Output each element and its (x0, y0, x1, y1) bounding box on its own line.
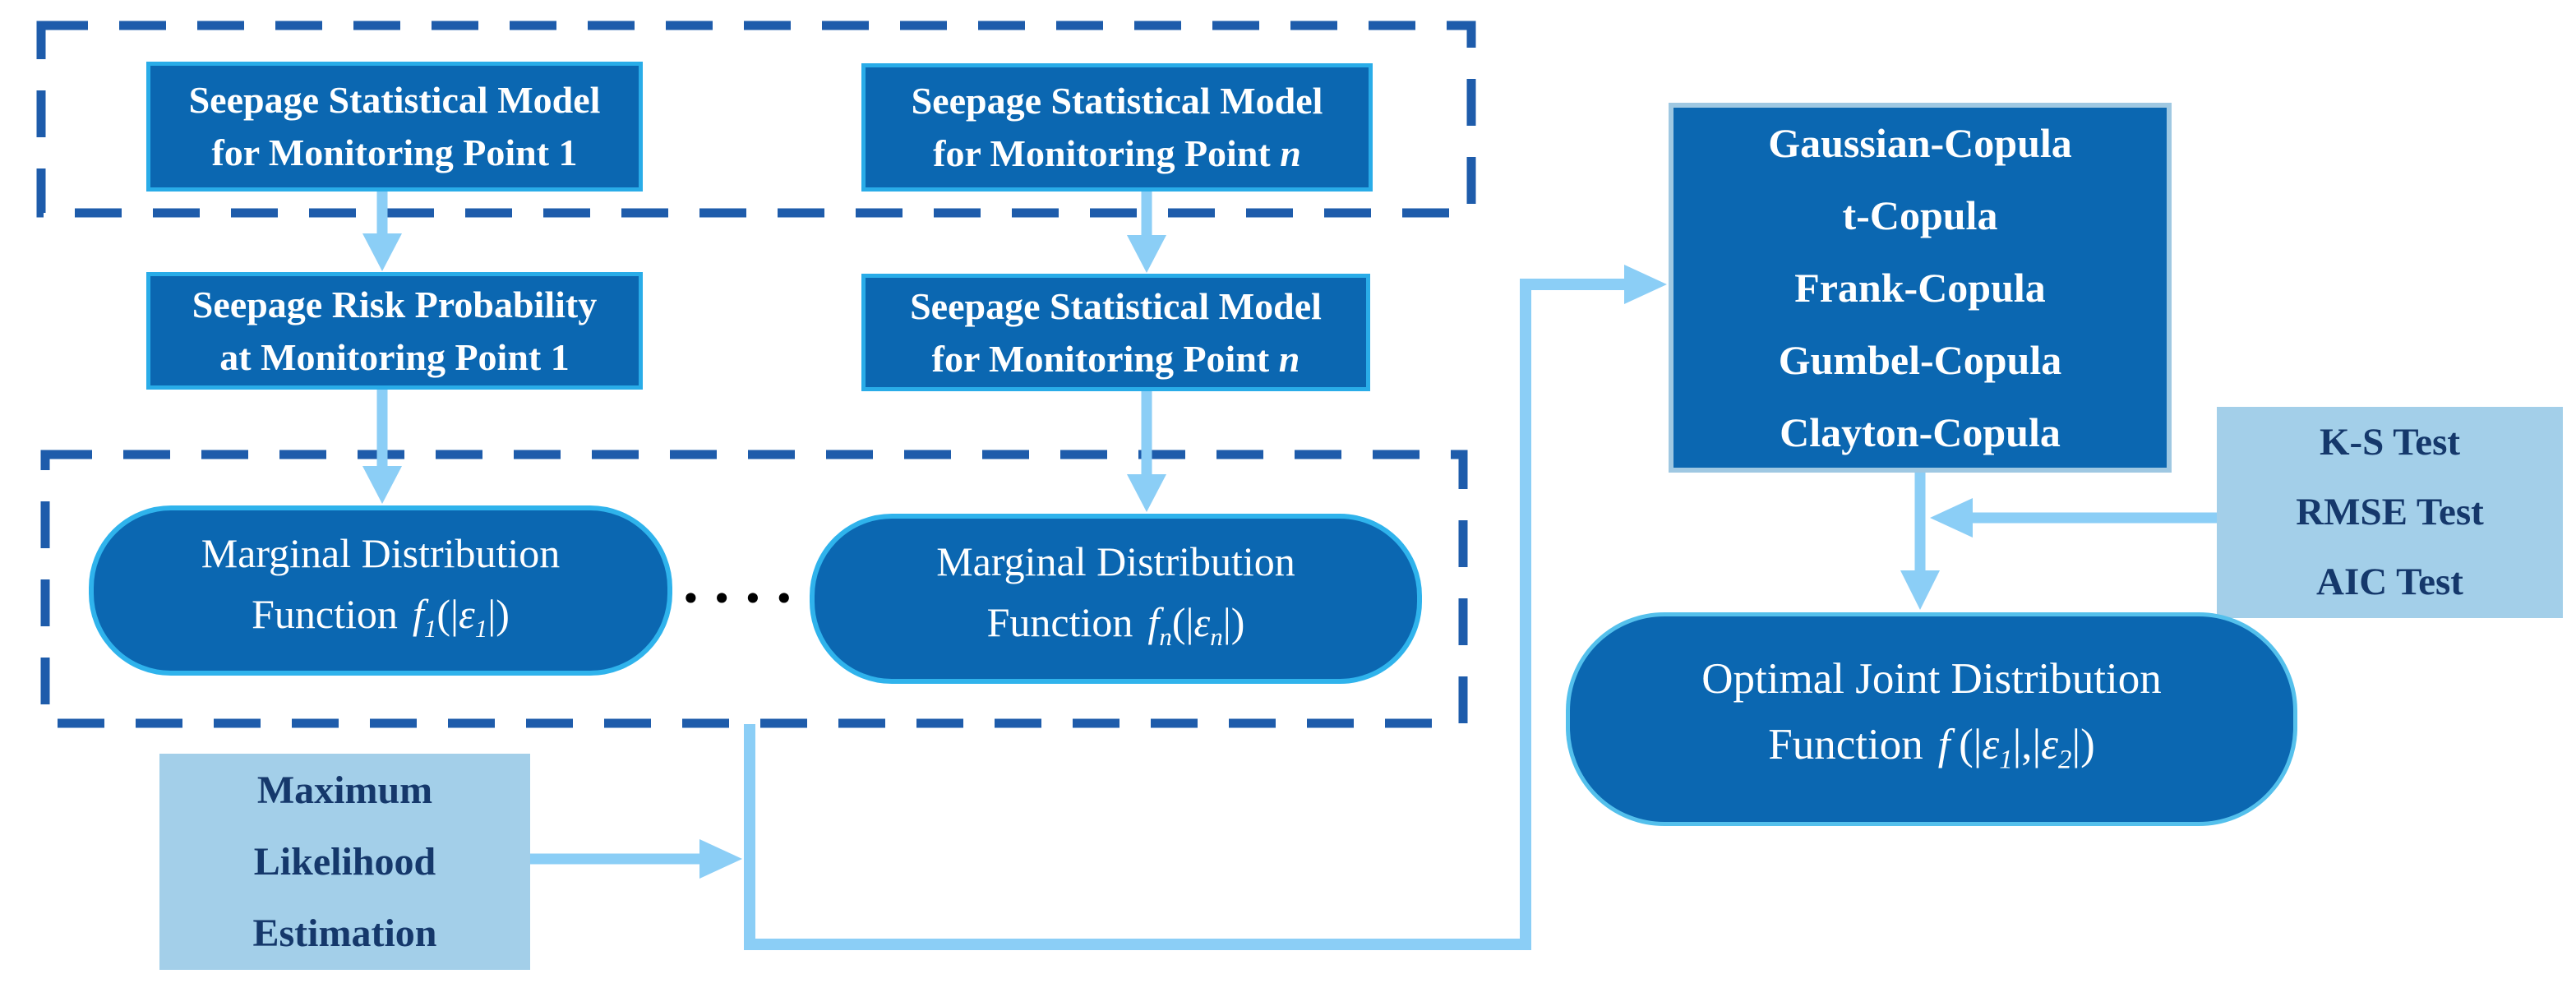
dashed-group-models (36, 21, 1476, 218)
arrowhead-copula-to-optimal (1900, 570, 1940, 610)
box-line: at Monitoring Point 1 (219, 335, 570, 378)
box-seepage-model-point-1: Seepage Statistical Model for Monitoring… (146, 62, 643, 192)
mle-line: Likelihood (253, 840, 436, 884)
box-line: Seepage Statistical Model (188, 79, 601, 121)
arrowhead-modeln2-to-marginaln (1127, 474, 1166, 512)
test-line: K-S Test (2319, 421, 2461, 464)
box-line: for Monitoring Point n (931, 337, 1300, 380)
arrowhead-into-copula (1624, 265, 1667, 304)
pill-line: Marginal Distribution (201, 529, 561, 576)
copula-line: Gumbel-Copula (1778, 337, 2062, 383)
arrowhead-model1-to-risk1 (362, 233, 402, 271)
box-seepage-risk-point-1: Seepage Risk Probability at Monitoring P… (146, 272, 643, 390)
test-line: AIC Test (2316, 561, 2463, 603)
arrowhead-tests-to-junction (1930, 498, 1973, 538)
box-line: Seepage Statistical Model (910, 284, 1322, 327)
box-line: for Monitoring Point n (933, 132, 1301, 174)
copula-line: t-Copula (1842, 192, 1998, 238)
box-goodness-of-fit-tests: K-S Test RMSE Test AIC Test (2217, 407, 2563, 618)
mle-line: Estimation (252, 911, 437, 955)
optimal-line: Optimal Joint Distribution (1701, 654, 2162, 703)
math-fn-epsn: fn(|εn|) (1147, 598, 1245, 651)
box-line: Seepage Risk Probability (192, 283, 598, 325)
box-copula-candidates: Gaussian-Copula t-Copula Frank-Copula Gu… (1669, 103, 2172, 473)
copula-line: Clayton-Copula (1780, 409, 2061, 455)
pill-line: Marginal Distribution (936, 538, 1295, 584)
arrowhead-modeln-to-modeln2 (1127, 235, 1166, 273)
dashed-group-marginals (40, 450, 1468, 728)
copula-line: Gaussian-Copula (1768, 120, 2072, 166)
box-line: for Monitoring Point 1 (211, 132, 578, 173)
elbow-marginals-to-copula (744, 279, 1627, 950)
copula-line: Frank-Copula (1794, 265, 2046, 311)
box-seepage-model-point-n-mid: Seepage Statistical Model for Monitoring… (861, 274, 1370, 391)
box-line: Seepage Statistical Model (911, 80, 1323, 122)
math-f-eps1-eps2: f (|ε1|,|ε2|) (1937, 720, 2095, 775)
test-line: RMSE Test (2296, 491, 2484, 533)
math-f1-eps1: f1(|ε1|) (412, 590, 510, 643)
box-maximum-likelihood-estimation: Maximum Likelihood Estimation (159, 754, 530, 970)
arrowhead-mle-to-junction (699, 839, 742, 879)
mle-line: Maximum (256, 768, 433, 812)
arrowhead-risk1-to-marginal1 (362, 466, 402, 504)
box-seepage-model-point-n-top: Seepage Statistical Model for Monitoring… (861, 63, 1373, 192)
